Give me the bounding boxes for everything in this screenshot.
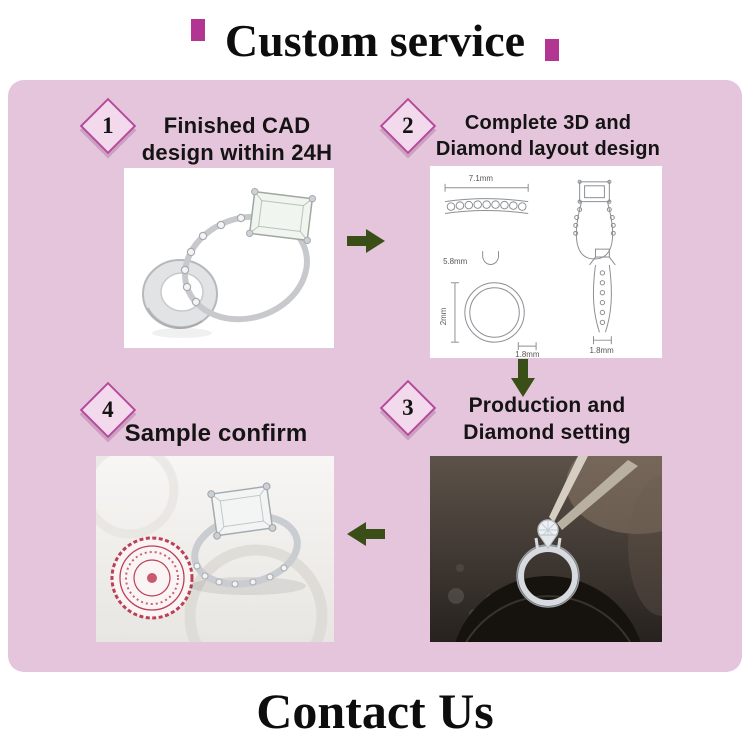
step1-caption: Finished CAD design within 24H (126, 112, 348, 166)
step2-caption: Complete 3D and Diamond layout design (428, 110, 668, 162)
arrow-down-icon (509, 359, 537, 397)
cad-dimension-label: 1.8mm (515, 350, 540, 358)
step4-caption-line1: Sample confirm (124, 420, 308, 447)
diamond-setting-photo (430, 456, 662, 642)
step3-caption-line2: Diamond setting (463, 421, 631, 444)
finished-cad-ring-image (142, 187, 317, 338)
step1-caption-line1: Finished CAD (163, 113, 311, 138)
step2-photo: 7.1mm 5.8mm (430, 166, 662, 358)
cad-dimension-label: 5.8mm (443, 257, 468, 266)
step3-caption-line1: Production and (468, 394, 626, 417)
page-title: Custom service (224, 14, 526, 66)
footer-banner: Contact Us (0, 672, 750, 750)
step4-photo (96, 456, 334, 642)
header-banner: Custom service (0, 0, 750, 80)
step1-caption-line2: design within 24H (141, 140, 333, 165)
diamond-ring-illustration (180, 187, 317, 323)
certificate-seal (110, 536, 194, 620)
step2-caption-line1: Complete 3D and (464, 112, 632, 134)
cad-dimension-label: 7.1mm (469, 174, 494, 183)
step3-photo (430, 456, 662, 642)
step1-number: 1 (102, 113, 114, 138)
cad-dimension-label: 2mm (439, 307, 448, 325)
step2-number: 2 (402, 113, 414, 138)
step2-caption-line2: Diamond layout design (435, 138, 661, 160)
step3-number: 3 (402, 395, 414, 420)
arrow-left-icon (347, 520, 385, 548)
sample-ring-photo (96, 456, 334, 642)
cad-layout-drawing: 7.1mm 5.8mm (439, 174, 616, 358)
step1-photo (124, 168, 334, 348)
deco-square-right-icon (545, 39, 560, 61)
contact-us-title: Contact Us (256, 683, 494, 739)
plain-band-illustration (142, 259, 218, 338)
cad-dimension-label: 1.8mm (590, 346, 615, 355)
step3-caption: Production and Diamond setting (428, 392, 666, 446)
step4-caption: Sample confirm (96, 420, 336, 448)
deco-square-left-icon (190, 19, 205, 41)
arrow-right-icon (347, 227, 385, 255)
